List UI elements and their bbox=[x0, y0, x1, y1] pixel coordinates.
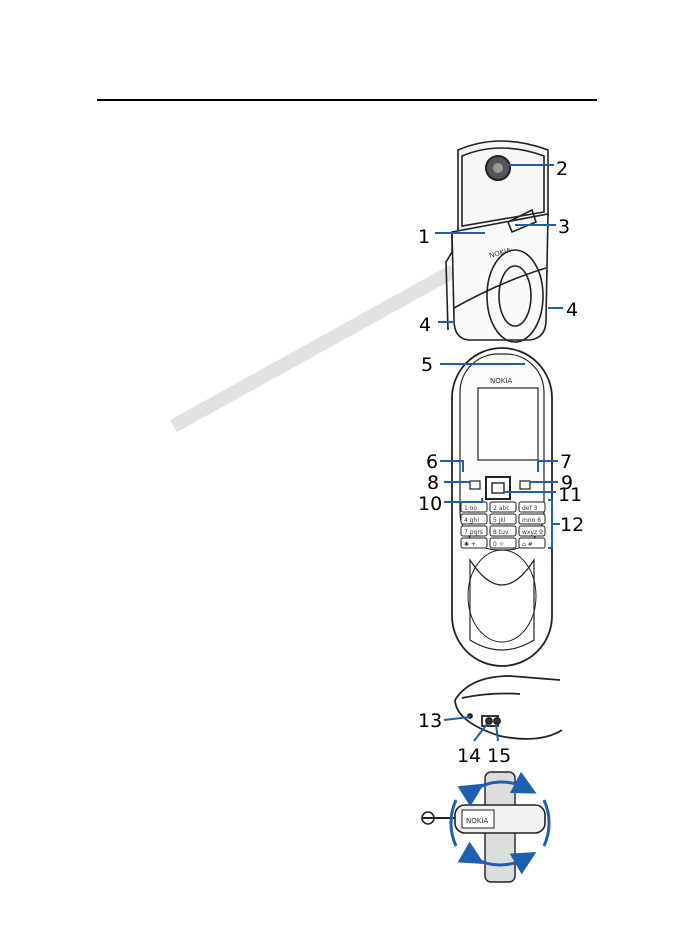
cover-rotation-illustration bbox=[422, 772, 549, 882]
key-label: 0 ☼ bbox=[493, 541, 505, 548]
callout-14: 14 bbox=[457, 745, 481, 767]
callout-3: 3 bbox=[558, 216, 570, 238]
key-label: 2 abc bbox=[493, 505, 510, 512]
callout-1: 1 bbox=[418, 226, 430, 248]
end-key-icon bbox=[520, 481, 530, 489]
key-label: mno 6 bbox=[522, 517, 541, 524]
callout-7: 7 bbox=[560, 451, 572, 473]
key-label: 1 oo bbox=[464, 505, 477, 512]
call-key-icon bbox=[470, 481, 480, 489]
callout-4-left: 4 bbox=[419, 314, 431, 336]
key-label: def 3 bbox=[522, 505, 538, 512]
callout-6: 6 bbox=[426, 451, 438, 473]
callout-12: 12 bbox=[560, 514, 584, 536]
phone-bottom-illustration bbox=[455, 676, 562, 739]
callout-11: 11 bbox=[558, 484, 582, 506]
key-label: wxyz 9 bbox=[522, 529, 543, 536]
callout-10: 10 bbox=[418, 493, 442, 515]
strap-brand-label: NOKIA bbox=[466, 817, 488, 825]
key-label: ⌂ # bbox=[522, 541, 533, 548]
key-label: 5 jkl bbox=[493, 517, 506, 524]
callout-8: 8 bbox=[427, 472, 439, 494]
key-label: 8 tuv bbox=[493, 529, 509, 536]
key-label: 7 pqrs bbox=[464, 529, 483, 536]
callout-4-right: 4 bbox=[566, 299, 578, 321]
callout-15: 15 bbox=[487, 745, 511, 767]
callout-2: 2 bbox=[556, 158, 568, 180]
key-label: ✱ + bbox=[464, 541, 476, 548]
callout-13: 13 bbox=[418, 710, 442, 732]
key-label: 4 ghi bbox=[464, 517, 479, 524]
front-brand-label: NOKIA bbox=[490, 377, 512, 385]
callout-5: 5 bbox=[421, 354, 433, 376]
